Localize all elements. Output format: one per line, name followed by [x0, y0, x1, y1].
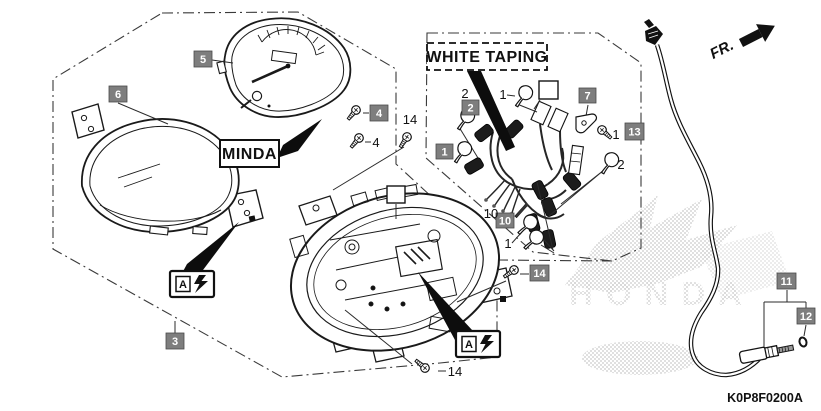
callout-12: 12 [796, 307, 816, 325]
ref-10: 10 [484, 206, 498, 221]
ref-1-top: 1 [499, 87, 506, 102]
o-ring-part [798, 336, 808, 348]
empty-ref-box-case [386, 185, 406, 204]
ref-2-top: 2 [461, 86, 468, 101]
callout-13: 13 [624, 122, 645, 141]
screw-icon [396, 130, 414, 151]
svg-text:3: 3 [172, 336, 178, 348]
minda-arrow [277, 119, 322, 158]
leader-lines [117, 59, 807, 372]
fr-direction: FR. [707, 24, 775, 63]
diagram-part-code: K0P8F0200A [727, 391, 803, 405]
svg-text:14: 14 [533, 268, 546, 280]
speedometer-part [216, 17, 352, 118]
ref-14-bottom: 14 [448, 364, 462, 379]
fr-arrow-icon [738, 24, 775, 48]
pin-part-10 [514, 203, 529, 219]
fr-label: FR. [707, 37, 736, 63]
svg-text:13: 13 [628, 127, 640, 139]
callout-5: 5 [193, 50, 213, 68]
plain-ref-labels: 14 4 2 1 1 2 10 1 14 [372, 86, 624, 379]
svg-text:10: 10 [499, 216, 511, 228]
callout-2: 2 [461, 99, 480, 116]
ref-1-right: 1 [612, 127, 619, 142]
bulb-icon [523, 227, 546, 253]
svg-text:WHITE TAPING: WHITE TAPING [426, 49, 547, 66]
minda-label: MINDA [219, 139, 280, 168]
detail-a-box-bottom: A [454, 329, 502, 359]
svg-text:1: 1 [441, 147, 447, 159]
screw-icon [595, 123, 615, 142]
callout-6: 6 [108, 85, 128, 103]
white-taping-arrow [467, 71, 515, 151]
ref-4: 4 [372, 135, 379, 150]
lightning-icon [194, 275, 208, 293]
callout-3: 3 [165, 332, 185, 350]
svg-text:11: 11 [781, 276, 793, 288]
svg-text:12: 12 [800, 311, 812, 323]
detail-a-box-left: A [168, 269, 216, 299]
speedometer-cable [644, 19, 808, 378]
cable-top-fitting [644, 19, 663, 45]
phantom-boundaries [52, 11, 642, 378]
boxed-callouts: 5 6 4 2 1 7 13 10 [108, 50, 816, 350]
bulb-icon [514, 85, 534, 108]
ref-2-right: 2 [617, 157, 624, 172]
empty-ref-box-harness [538, 80, 559, 100]
svg-text:7: 7 [584, 91, 590, 103]
callout-10: 10 [495, 212, 515, 229]
svg-text:MINDA: MINDA [222, 146, 277, 163]
detail-a-arrow-left [180, 222, 239, 277]
callout-1: 1 [435, 143, 454, 160]
pointer-arrows [180, 71, 515, 340]
svg-text:4: 4 [376, 108, 383, 120]
screw-icon [347, 131, 366, 151]
svg-text:5: 5 [200, 54, 206, 66]
svg-text:6: 6 [115, 89, 121, 101]
bulb-icon [600, 152, 620, 175]
callout-4: 4 [369, 104, 389, 122]
callout-11: 11 [776, 272, 797, 290]
fasteners [344, 103, 615, 375]
honda-watermark: HONDA [565, 194, 790, 375]
svg-text:2: 2 [467, 103, 473, 115]
screw-icon [412, 356, 432, 375]
watermark-text: HONDA [569, 275, 755, 312]
ref-1-bottom: 1 [504, 236, 511, 251]
detail-a-arrow-bottom [418, 272, 473, 340]
screw-icon [344, 103, 363, 123]
lightning-icon [480, 335, 494, 353]
speedometer-dial [240, 26, 326, 109]
svg-text:A: A [179, 279, 187, 291]
callout-14: 14 [529, 264, 550, 282]
clip-part-7 [575, 113, 598, 134]
white-taping-label: WHITE TAPING [426, 42, 548, 71]
svg-text:A: A [465, 339, 473, 351]
cable-end-ferrule [738, 344, 795, 364]
callout-7: 7 [578, 87, 597, 104]
ref-14-top: 14 [403, 112, 417, 127]
bulb-icon [453, 141, 473, 164]
harness-connectors [530, 100, 585, 176]
